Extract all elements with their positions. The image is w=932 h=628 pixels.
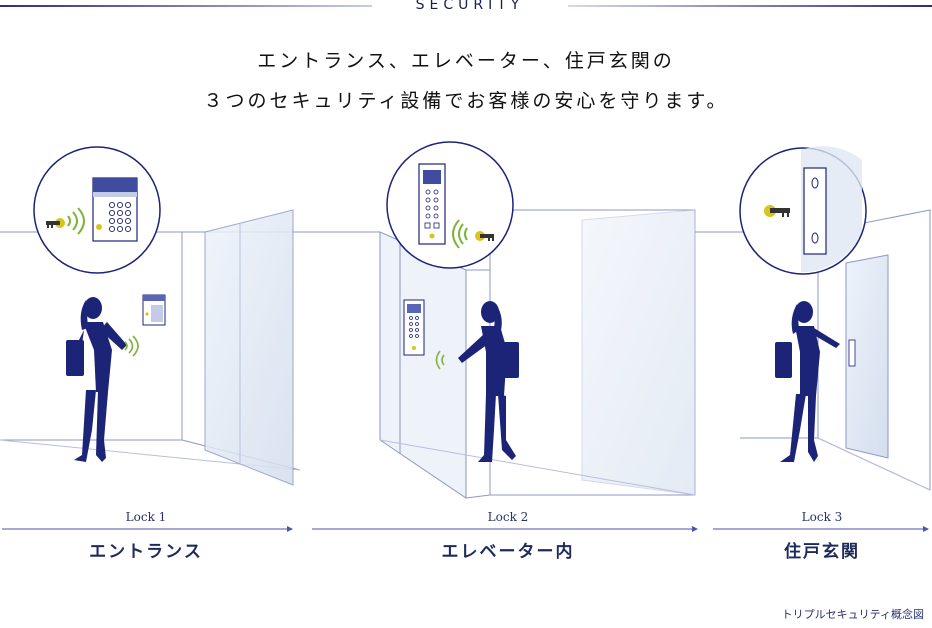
signal-waves-detail xyxy=(67,207,85,235)
lock-3-zone: 住戸玄関 xyxy=(784,542,860,562)
entrance-scene xyxy=(0,146,301,486)
key-icon xyxy=(764,205,790,217)
glass-door xyxy=(204,209,294,486)
elevator-left-wall xyxy=(379,231,467,499)
header-rule-left xyxy=(0,5,372,7)
door-detail-circle xyxy=(739,146,867,275)
signal-waves-detail-2 xyxy=(452,219,468,249)
elevator-scene xyxy=(300,141,740,499)
front-door xyxy=(845,254,889,459)
lock-3-label: Lock 3 xyxy=(801,510,843,524)
signal-waves xyxy=(124,335,139,357)
front-door-scene xyxy=(739,146,931,491)
entrance-keypad xyxy=(142,294,166,326)
resident-figure-2 xyxy=(458,301,519,462)
entrance-detail-circle xyxy=(33,146,161,274)
key-icon xyxy=(46,218,65,228)
key-icon xyxy=(475,231,494,241)
lead-text-line-2: ３つのセキュリティ設備でお客様の安心を守ります。 xyxy=(203,90,729,112)
header-rule-right xyxy=(568,5,932,7)
elevator-operation-panel xyxy=(403,299,425,356)
resident-figure-3 xyxy=(775,301,840,462)
resident-figure-1 xyxy=(66,297,127,462)
elevator-detail-circle xyxy=(386,141,514,269)
lock-1-zone: エントランス xyxy=(89,542,203,562)
lock-2-zone: エレベーター内 xyxy=(441,542,575,562)
lead-text-line-1: エントランス、エレベーター、住戸玄関の xyxy=(257,50,675,72)
figure-caption: トリプルセキュリティ概念図 xyxy=(781,608,924,621)
section-title: SECURITY xyxy=(415,0,525,13)
lock-2-label: Lock 2 xyxy=(487,510,529,524)
lock-1-label: Lock 1 xyxy=(125,510,167,524)
signal-waves-2 xyxy=(435,350,445,370)
